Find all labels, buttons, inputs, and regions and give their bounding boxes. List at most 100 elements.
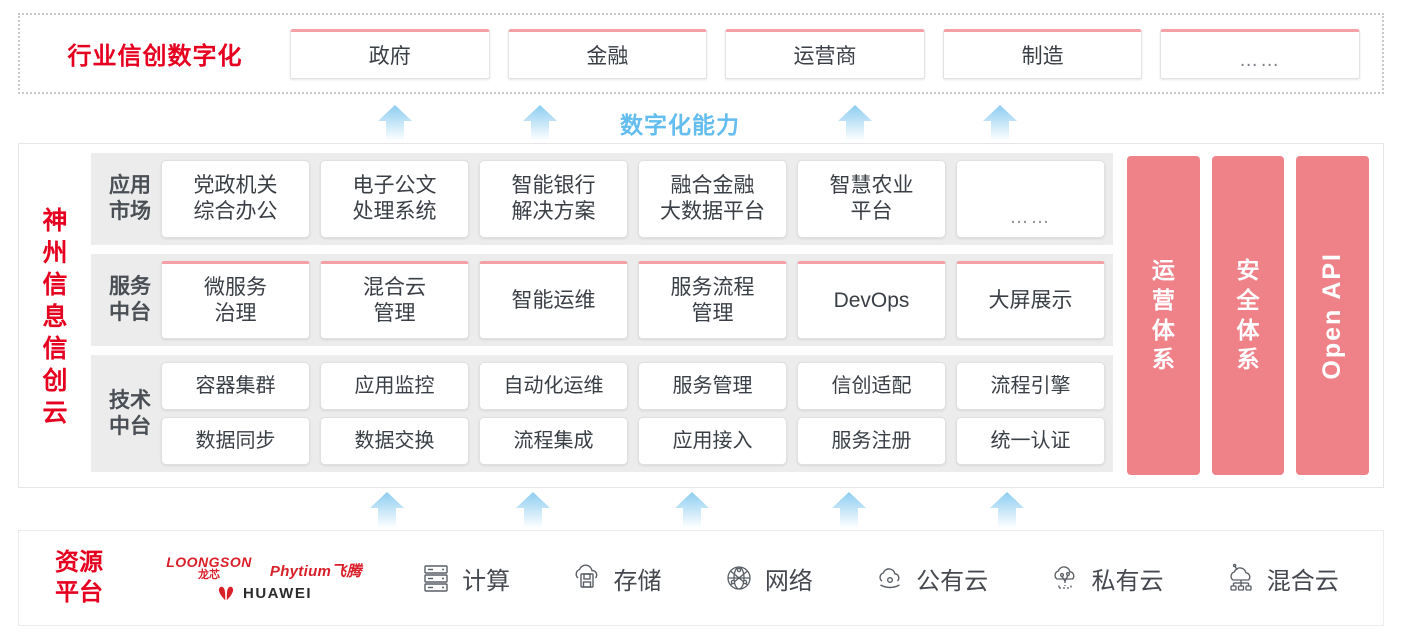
band-label-line: 中台: [109, 414, 151, 438]
platform-stack: 应用 市场 党政机关综合办公 电子公文处理系统 智能银行解决方案 融合金融大数据…: [91, 144, 1121, 487]
band-technology-platform: 技术 中台 容器集群 应用监控 自动化运维 服务管理 信创适配 流程引擎 数据同…: [91, 355, 1113, 472]
cell-automated-operations[interactable]: 自动化运维: [479, 362, 628, 410]
panel-security-label: 安 全 体 系: [1237, 256, 1260, 376]
cell-process-integration[interactable]: 流程集成: [479, 417, 628, 465]
loongson-logo-en: LOONGSON: [166, 553, 252, 570]
hybrid-cloud-icon: [1230, 563, 1252, 591]
public-cloud-icon: [879, 568, 900, 589]
loongson-logo-cn: 龙芯: [198, 568, 221, 581]
panel-char: 全: [1236, 286, 1260, 313]
cell-data-exchange[interactable]: 数据交换: [320, 417, 469, 465]
technology-row-2: 数据同步 数据交换 流程集成 应用接入 服务注册 统一认证: [161, 417, 1105, 465]
cell-party-government-office[interactable]: 党政机关综合办公: [161, 160, 310, 238]
server-icon: [424, 565, 448, 592]
cell-application-monitoring[interactable]: 应用监控: [320, 362, 469, 410]
cloud-title-char: 信: [42, 270, 68, 299]
industry-box-more[interactable]: ……: [1160, 28, 1360, 79]
band-label-line: 应用: [109, 174, 151, 198]
resource-item-network[interactable]: 网络: [722, 561, 813, 596]
up-arrow-icon: [983, 105, 1017, 141]
cell-application-more[interactable]: ……: [956, 160, 1105, 238]
cell-container-cluster[interactable]: 容器集群: [161, 362, 310, 410]
network-globe-icon: [727, 566, 751, 590]
cell-unified-authentication[interactable]: 统一认证: [956, 417, 1105, 465]
band-label-line: 服务: [109, 275, 151, 299]
resource-item-storage[interactable]: 存储: [570, 561, 661, 596]
cell-edoc-processing-system[interactable]: 电子公文处理系统: [320, 160, 469, 238]
cell-data-sync[interactable]: 数据同步: [161, 417, 310, 465]
resource-item-private-cloud[interactable]: 私有云: [1048, 561, 1163, 596]
cell-hybrid-cloud-management[interactable]: 混合云管理: [320, 261, 469, 339]
resource-item-hybrid-cloud[interactable]: 混合云: [1224, 561, 1339, 596]
panel-char: 体: [1236, 316, 1260, 343]
resource-platform-title: 资源 平台: [19, 548, 139, 608]
industry-band-title: 行业信创数字化: [67, 43, 243, 70]
cell-xinchuang-adaptation[interactable]: 信创适配: [797, 362, 946, 410]
panel-char: 系: [1151, 346, 1175, 373]
up-arrow-icon: [516, 492, 550, 528]
band-label-line: 技术: [109, 388, 151, 412]
vendor-logo-group: LOONGSON 龙芯 Phytium飞腾 HUAWEI: [139, 555, 389, 602]
cell-smart-bank-solution[interactable]: 智能银行解决方案: [479, 160, 628, 238]
up-arrow-icon: [990, 492, 1024, 528]
vertical-panel-group: 运 营 体 系 安 全 体 系 Open API: [1121, 144, 1383, 487]
up-arrow-icon: [370, 492, 404, 528]
panel-security-system[interactable]: 安 全 体 系: [1211, 156, 1285, 475]
panel-operations-label: 运 营 体 系: [1152, 256, 1175, 376]
up-arrow-icon: [832, 492, 866, 528]
cell-large-screen-display[interactable]: 大屏展示: [956, 261, 1105, 339]
industry-box-government[interactable]: 政府: [290, 28, 490, 79]
resource-item-label: 计算: [462, 567, 511, 595]
resource-item-label: 公有云: [916, 567, 989, 595]
cloud-title-char: 云: [42, 398, 68, 427]
resource-title-line: 平台: [55, 579, 103, 606]
band-label-technology-platform: 技术 中台: [99, 388, 161, 439]
cell-service-management[interactable]: 服务管理: [638, 362, 787, 410]
industry-box-finance[interactable]: 金融: [507, 28, 708, 79]
vendor-row-top: LOONGSON 龙芯 Phytium飞腾: [166, 555, 362, 581]
up-arrow-icon: [378, 105, 412, 141]
resource-item-list: 计算 存储 网络: [389, 561, 1383, 596]
panel-char: 体: [1151, 316, 1175, 343]
huawei-logo-text: HUAWEI: [243, 584, 312, 602]
panel-operations-system[interactable]: 运 营 体 系: [1127, 156, 1200, 475]
vendor-row-bottom: HUAWEI: [216, 585, 312, 602]
band-service-platform: 服务 中台 微服务治理 混合云管理 智能运维 服务流程管理 DevOps 大屏展…: [91, 254, 1113, 346]
cell-process-engine[interactable]: 流程引擎: [956, 362, 1105, 410]
cell-intelligent-operations[interactable]: 智能运维: [479, 261, 628, 339]
cell-fintech-bigdata-platform[interactable]: 融合金融大数据平台: [638, 160, 787, 238]
cloud-title-char: 神: [42, 206, 68, 235]
resource-item-compute[interactable]: 计算: [419, 561, 510, 596]
industry-digitalization-band: 行业信创数字化 政府 金融 运营商 制造 ……: [18, 13, 1384, 94]
cloud-storage-icon: [576, 564, 598, 588]
up-arrow-icon: [523, 105, 557, 141]
shenzhou-cloud-card: 神 州 信 息 信 创 云 应用 市场 党政机关综合办公 电子公文处理系统 智能…: [18, 143, 1384, 488]
application-market-cells: 党政机关综合办公 电子公文处理系统 智能银行解决方案 融合金融大数据平台 智慧农…: [161, 160, 1105, 238]
cell-microservice-governance[interactable]: 微服务治理: [161, 261, 310, 339]
service-platform-cells: 微服务治理 混合云管理 智能运维 服务流程管理 DevOps 大屏展示: [161, 261, 1105, 339]
cell-devops[interactable]: DevOps: [797, 261, 946, 339]
resource-item-public-cloud[interactable]: 公有云: [873, 561, 988, 596]
band-label-service-platform: 服务 中台: [99, 274, 161, 325]
industry-box-manufacturing[interactable]: 制造: [942, 28, 1143, 79]
cloud-title-char: 信: [42, 334, 68, 363]
resource-title-line: 资源: [55, 548, 103, 576]
resource-platform-band: 资源 平台 LOONGSON 龙芯 Phytium飞腾 HUAWEI: [18, 530, 1384, 626]
cell-service-process-management[interactable]: 服务流程管理: [638, 261, 787, 339]
industry-box-telecom[interactable]: 运营商: [725, 28, 925, 79]
private-cloud-icon: [1054, 566, 1075, 589]
capability-label: 数字化能力: [620, 112, 740, 138]
panel-open-api[interactable]: Open API: [1296, 156, 1370, 475]
up-arrow-icon: [675, 492, 709, 528]
panel-char: 运: [1151, 256, 1175, 283]
cell-smart-agriculture-platform[interactable]: 智慧农业平台: [797, 160, 946, 238]
cloud-vertical-title: 神 州 信 息 信 创 云: [19, 144, 91, 487]
phytium-logo: Phytium飞腾: [269, 562, 362, 580]
capability-arrow-band: [18, 100, 1384, 142]
band-label-line: 中台: [109, 301, 151, 324]
up-arrow-icon: [838, 105, 872, 141]
cell-application-access[interactable]: 应用接入: [638, 417, 787, 465]
cell-service-registry[interactable]: 服务注册: [797, 417, 946, 465]
resource-item-label: 网络: [764, 567, 813, 595]
resource-item-label: 私有云: [1091, 567, 1164, 595]
